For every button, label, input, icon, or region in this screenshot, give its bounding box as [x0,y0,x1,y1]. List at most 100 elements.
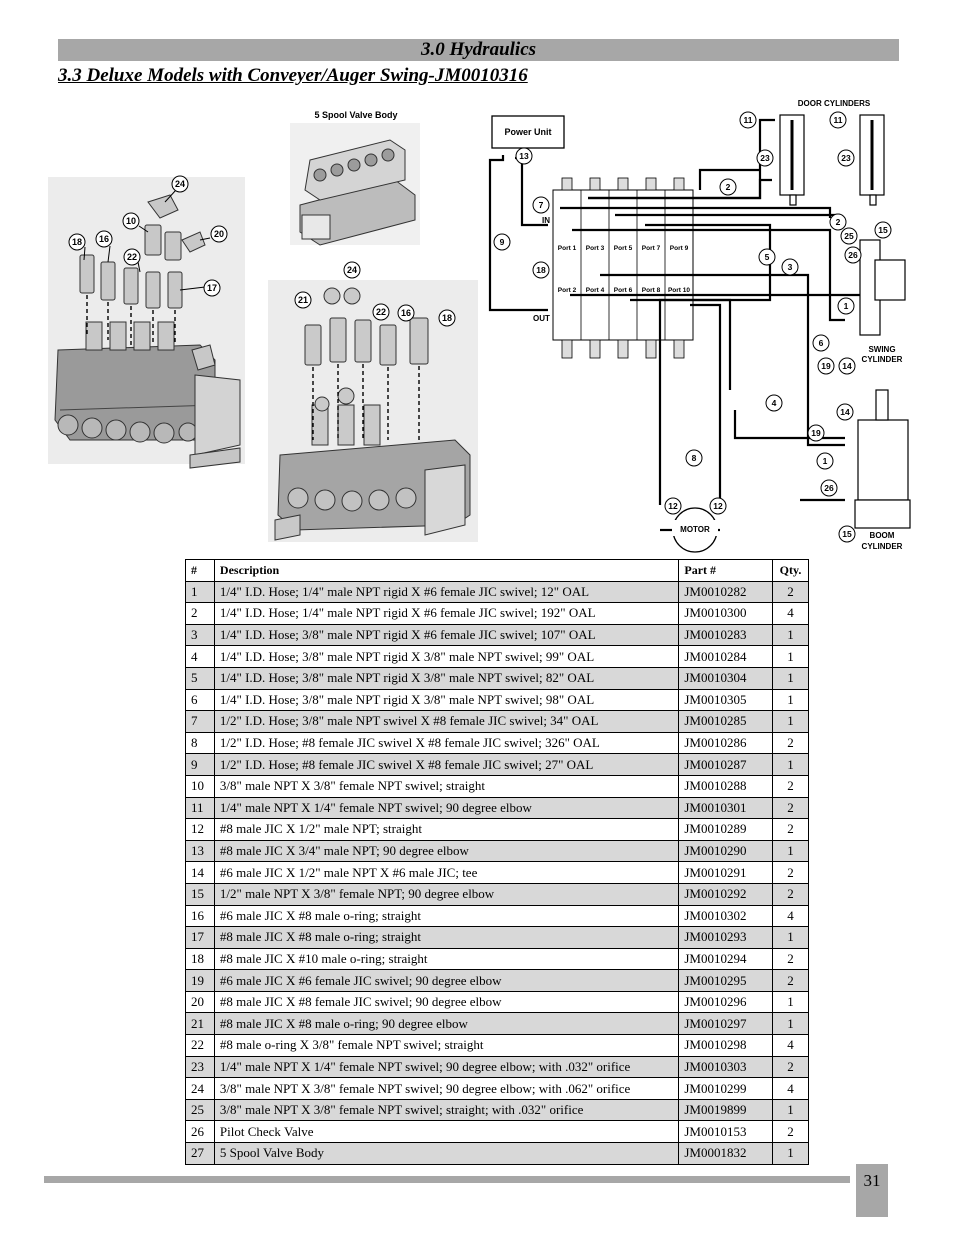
callout-14b: 14 [840,407,850,417]
cell-part-number: JM0010299 [678,1077,774,1100]
cell-description: 1/4" male NPT X 1/4" female NPT swivel; … [213,796,680,820]
port-3-label: Port 3 [586,245,605,252]
cell-part-number: JM0019899 [678,1098,774,1122]
callout-26b: 26 [824,483,834,493]
table-row: 21#8 male JIC X #8 male o-ring; 90 degre… [185,1012,809,1036]
cell-qty: 1 [772,688,809,712]
cell-num: 14 [185,861,215,884]
cell-description: 1/4" I.D. Hose; 1/4" male NPT rigid X #6… [213,602,680,625]
cell-description: 1/4" I.D. Hose; 3/8" male NPT rigid X 3/… [213,688,680,712]
cell-part-number: JM0010295 [678,969,774,992]
callout-2a: 2 [726,182,731,192]
callout-14a: 14 [842,361,852,371]
callout-8: 8 [692,453,697,463]
callout-left-16: 16 [99,234,109,244]
callout-mid-22: 22 [376,307,386,317]
cell-part-number: JM0010302 [678,904,774,928]
motor-label: MOTOR [680,525,710,534]
cell-description: #8 male JIC X #8 male o-ring; 90 degree … [213,1012,680,1036]
page-number: 31 [856,1164,888,1217]
cell-part-number: JM0010303 [678,1055,774,1079]
cell-qty: 2 [772,580,809,604]
cell-num: 15 [185,882,215,906]
table-row: 16#6 male JIC X #8 male o-ring; straight… [185,904,809,928]
cell-qty: 4 [772,1034,809,1057]
boom-cylinder-label-line1: BOOM [870,531,895,540]
header-qty: Qty. [772,559,809,582]
cell-part-number: JM0010297 [678,1012,774,1036]
hydraulic-diagram: 24 10 18 16 20 22 17 5 Spool Valve Body [40,92,920,560]
callout-18: 18 [536,265,546,275]
callout-15a: 15 [878,225,888,235]
cell-qty: 4 [772,1077,809,1100]
out-label: OUT [533,314,550,323]
cell-description: 1/2" male NPT X 3/8" female NPT; 90 degr… [213,882,680,906]
cell-part-number: JM0010285 [678,710,774,733]
cell-num: 2 [185,602,215,625]
cell-num: 5 [185,666,215,690]
callout-5: 5 [765,252,770,262]
cell-description: #8 male JIC X #8 female JIC swivel; 90 d… [213,990,680,1014]
cell-qty: 2 [772,774,809,798]
parts-table-body: 1 1/4" I.D. Hose; 1/4" male NPT rigid X #… [185,580,809,1165]
swing-cylinder-label-line1: SWING [868,345,895,354]
cell-part-number: JM0010284 [678,645,774,668]
table-row: 20#8 male JIC X #8 female JIC swivel; 90… [185,990,809,1014]
door-cylinders-label: DOOR CYLINDERS [798,99,871,108]
cell-part-number: JM0010300 [678,602,774,625]
callout-3: 3 [788,262,793,272]
cell-num: 23 [185,1055,215,1079]
cell-qty: 1 [772,623,809,647]
cell-part-number: JM0010287 [678,753,774,776]
cell-description: 1/4" I.D. Hose; 3/8" male NPT rigid X 3/… [213,666,680,690]
callout-mid-24: 24 [347,265,357,275]
port-9-label: Port 9 [670,245,689,252]
callout-left-22: 22 [127,252,137,262]
callout-26a: 26 [848,250,858,260]
cell-num: 25 [185,1098,215,1122]
cell-qty: 1 [772,926,809,949]
callout-13: 13 [519,151,529,161]
cell-num: 11 [185,796,215,820]
cell-qty: 1 [772,839,809,863]
callout-19a: 19 [821,361,831,371]
callout-mid-21: 21 [298,295,308,305]
swing-cylinder-label-line2: CYLINDER [862,355,903,364]
cell-description: 3/8" male NPT X 3/8" female NPT swivel; … [213,774,680,798]
subsection-title: 3.3 Deluxe Models with Conveyer/Auger Sw… [58,65,528,86]
cell-num: 9 [185,753,215,776]
cell-qty: 1 [772,1142,809,1165]
port-8-label: Port 8 [642,287,661,294]
callout-6: 6 [819,338,824,348]
cell-qty: 2 [772,818,809,841]
cell-part-number: JM0010289 [678,818,774,841]
cell-num: 16 [185,904,215,928]
cell-part-number: JM0010282 [678,580,774,604]
callout-left-20: 20 [214,229,224,239]
cell-description: 3/8" male NPT X 3/8" female NPT swivel; … [213,1098,680,1122]
boom-cylinder [854,389,911,529]
cell-num: 27 [185,1142,215,1165]
cell-description: 1/4" I.D. Hose; 3/8" male NPT rigid X 3/… [213,645,680,668]
section-title-band [58,39,899,61]
cell-description: #8 male JIC X 1/2" male NPT; straight [213,818,680,841]
cell-part-number: JM0010291 [678,861,774,884]
cell-qty: 4 [772,602,809,625]
power-unit-label: Power Unit [504,127,551,137]
cell-description: 1/2" I.D. Hose; 3/8" male NPT swivel X #… [213,710,680,733]
boom-cylinder-label-line2: CYLINDER [862,542,903,551]
cell-num: 18 [185,947,215,971]
cell-num: 19 [185,969,215,992]
callout-1b: 1 [823,456,828,466]
left-valve-illustration: 24 10 18 16 20 22 17 [48,175,245,469]
cell-num: 24 [185,1077,215,1100]
callout-7: 7 [539,200,544,210]
